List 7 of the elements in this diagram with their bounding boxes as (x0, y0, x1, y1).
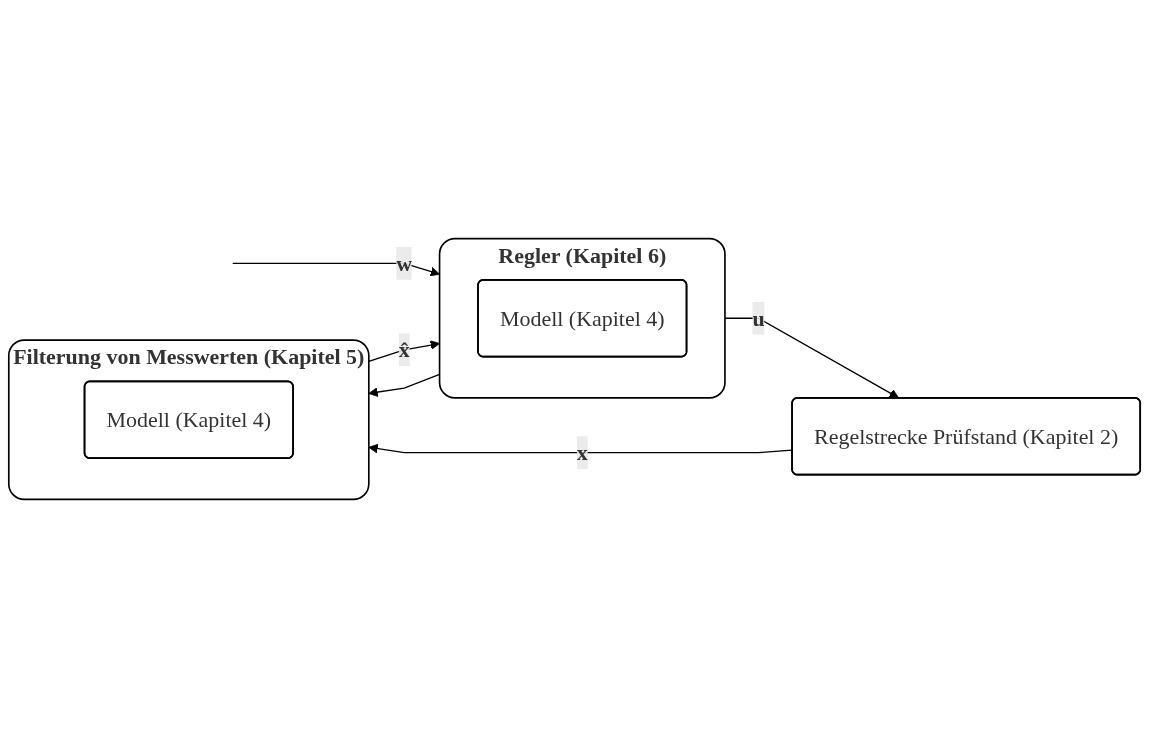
arrow (368, 443, 793, 454)
arrow (724, 317, 899, 399)
edge-label: x̂ (398, 337, 410, 362)
edge-label: u (752, 306, 765, 331)
edge-label: w (396, 251, 413, 276)
arrow (232, 262, 440, 277)
edge-label: x (576, 440, 588, 465)
